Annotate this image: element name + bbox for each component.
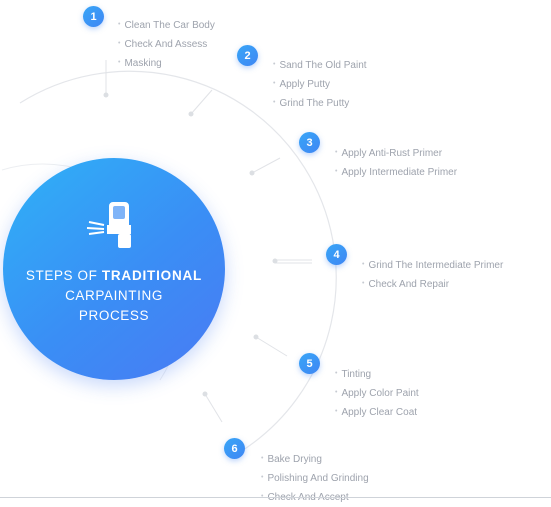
hub-title: STEPS OF TRADITIONAL CARPAINTING PROCESS — [3, 266, 225, 326]
node-dot-5 — [253, 334, 259, 340]
step-item: Masking — [118, 54, 215, 73]
node-dot-2 — [188, 111, 194, 117]
connector-6 — [202, 391, 223, 423]
node-dot-3 — [249, 170, 255, 176]
step-badge-6: 6 — [224, 438, 245, 459]
step-badge-1: 1 — [83, 6, 104, 27]
hub-title-line3: PROCESS — [78, 308, 150, 323]
step-item: Check And Assess — [118, 35, 215, 54]
connector-2 — [188, 89, 213, 117]
step-item: Apply Color Paint — [335, 384, 418, 403]
step-list-3: Apply Anti-Rust Primer Apply Intermediat… — [335, 144, 457, 182]
step-item: Grind The Putty — [273, 94, 367, 113]
hub-title-line2: CARPAINTING — [65, 288, 163, 303]
node-dot-6 — [202, 391, 208, 397]
step-badge-3: 3 — [299, 132, 320, 153]
connector-5 — [253, 334, 288, 357]
step-item: Polishing And Grinding — [261, 469, 368, 488]
step-list-1: Clean The Car Body Check And Assess Mask… — [118, 16, 215, 73]
hub-circle: STEPS OF TRADITIONAL CARPAINTING PROCESS — [3, 158, 225, 380]
step-list-6: Bake Drying Polishing And Grinding Check… — [261, 450, 369, 507]
step-item: Grind The Intermediate Primer — [362, 256, 503, 275]
connector-4 — [272, 258, 312, 264]
connector-1 — [103, 60, 109, 98]
step-list-4: Grind The Intermediate Primer Check And … — [362, 256, 503, 294]
step-badge-2: 2 — [237, 45, 258, 66]
step-item: Apply Clear Coat — [335, 403, 419, 422]
step-item: Apply Intermediate Primer — [335, 163, 457, 182]
hub-title-bold: TRADITIONAL — [101, 268, 203, 283]
connector-3 — [249, 157, 281, 176]
step-item: Clean The Car Body — [118, 16, 214, 35]
node-dot-1 — [103, 92, 109, 98]
step-item: Bake Drying — [261, 450, 369, 469]
step-item: Check And Repair — [362, 275, 503, 294]
step-item: Sand The Old Paint — [273, 56, 366, 75]
step-item: Apply Anti-Rust Primer — [335, 144, 457, 163]
step-list-2: Sand The Old Paint Apply Putty Grind The… — [273, 56, 367, 113]
step-badge-4: 4 — [326, 244, 347, 265]
outer-arc — [19, 70, 337, 453]
spray-gun-icon — [86, 202, 131, 248]
bottom-divider — [0, 497, 551, 498]
step-list-5: Tinting Apply Color Paint Apply Clear Co… — [335, 365, 419, 422]
hub-title-prefix: STEPS OF — [25, 268, 98, 283]
node-dot-4 — [272, 258, 278, 264]
step-badge-5: 5 — [299, 353, 320, 374]
step-item: Apply Putty — [273, 75, 367, 94]
step-item: Tinting — [335, 365, 419, 384]
